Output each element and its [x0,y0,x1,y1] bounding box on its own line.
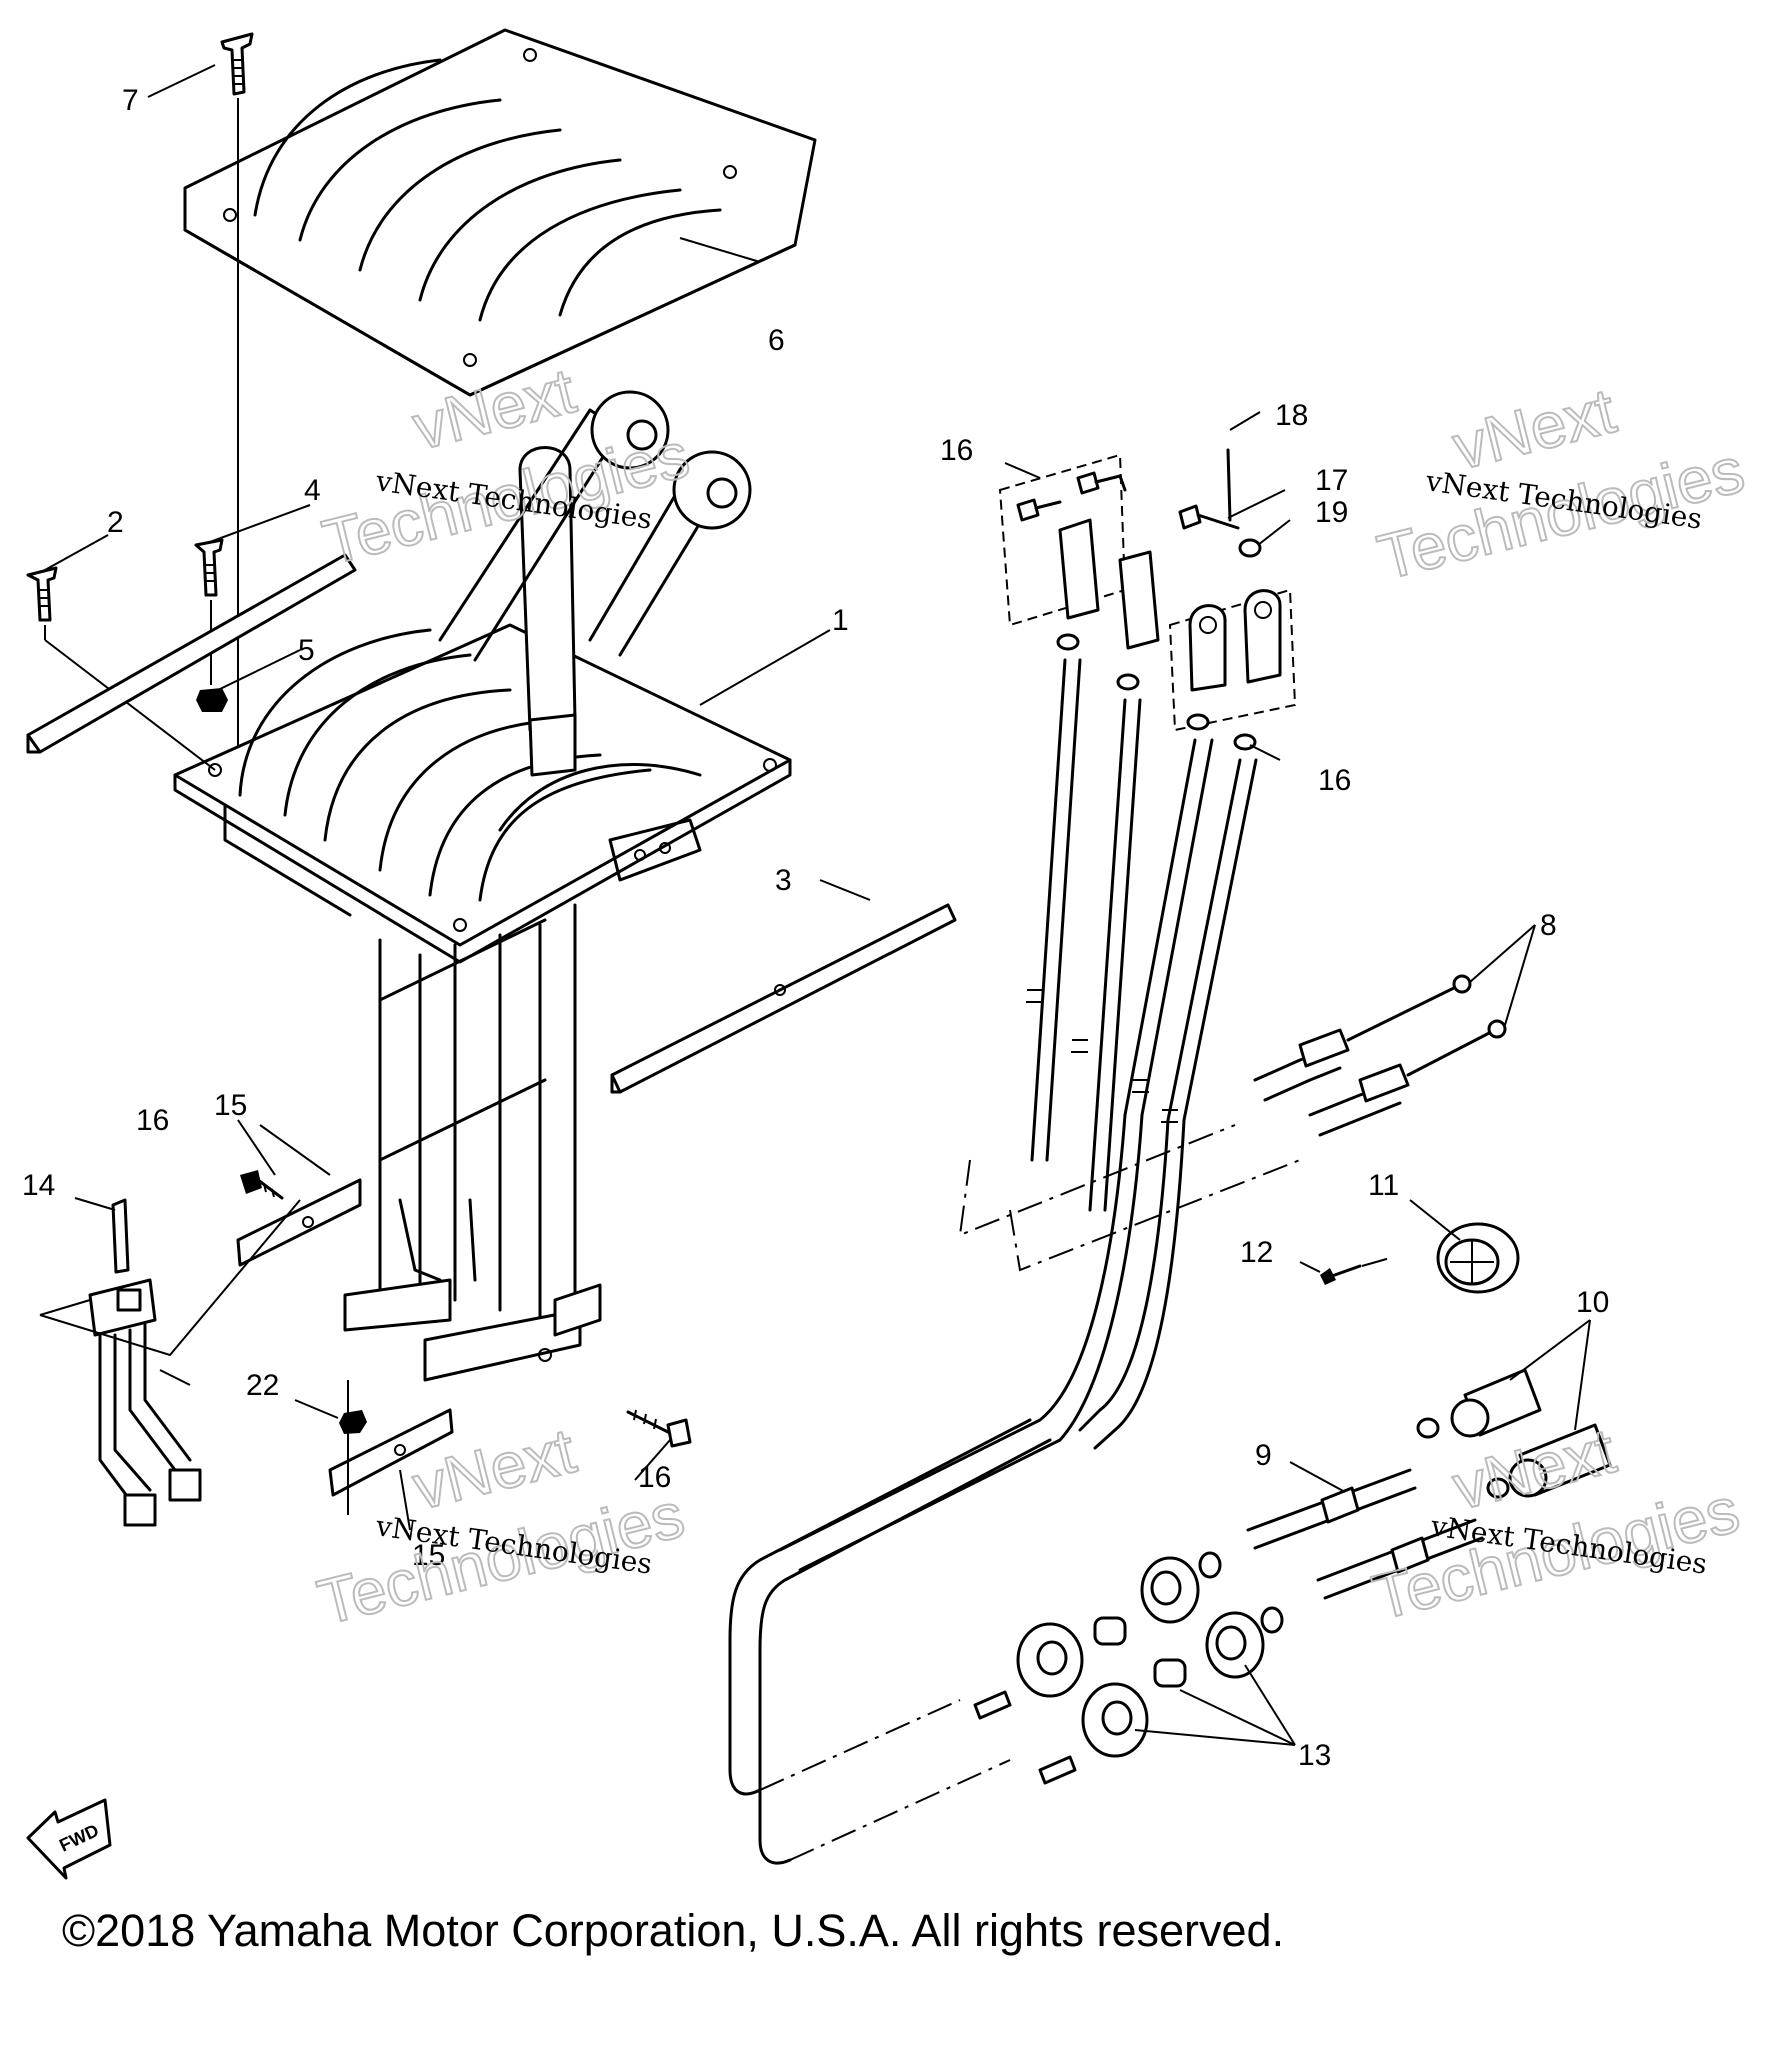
callout-13: 13 [1298,1739,1331,1772]
part-4-screw [194,538,224,685]
callout-12: 12 [1240,1236,1273,1269]
part-3-bracket-bar-lower [610,903,957,1094]
part-3-bracket-bar-upper [26,553,357,754]
part-16-bolt-upper [240,1170,284,1200]
control-cables [728,658,1301,1865]
callout-16a: 16 [136,1104,169,1137]
part-19-bolt [1178,504,1240,530]
callout-10: 10 [1576,1286,1609,1319]
callout-17: 16 [940,434,973,467]
leader-lines [44,64,1591,1746]
part-11-grommet [1436,1222,1520,1294]
callout-4: 4 [304,474,321,507]
callout-21: 19 [1315,496,1348,529]
callout-15a: 15 [214,1089,247,1122]
part-21-washer [1238,538,1262,558]
callout-20: 18 [1275,399,1308,432]
part-5-nut [196,688,228,712]
callout-3: 3 [775,864,792,897]
callout-2: 2 [107,506,124,539]
part-17-clevis-set [998,453,1160,650]
callout-14: 14 [22,1169,55,1202]
part-8-cable-ends [1253,974,1507,1137]
part-20-cotter-pin [1226,448,1232,522]
callout-1: 1 [832,604,849,637]
callout-7: 7 [122,84,139,117]
copyright-notice: ©2018 Yamaha Motor Corporation, U.S.A. A… [62,1905,1285,1956]
part-18-joint-set [1168,588,1297,732]
callout-9: 9 [1255,1439,1272,1472]
callout-18: 16 [1318,764,1351,797]
part-9-inner-cables [1246,1468,1484,1600]
part-10-fittings [1416,1368,1612,1499]
callout-8: 8 [1540,909,1557,942]
callout-15b: 15 [412,1539,445,1572]
part-13-cable-clamps [973,1551,1284,1785]
callout-labels: 7 6 4 2 5 1 3 15 16 14 22 16 15 16 18 17… [22,84,1609,1772]
callout-11: 11 [1368,1169,1399,1202]
part-7-screw [220,32,254,780]
callout-19: 17 [1315,464,1348,497]
part-1-control-box [173,390,792,1382]
callout-22: 22 [246,1369,279,1402]
part-22-nut [339,1410,367,1434]
part-12-screw [1320,1257,1391,1285]
part-15-bracket-lower [328,1408,454,1497]
fwd-arrow-icon: FWD [26,1798,112,1880]
part-6-top-cover [183,28,817,397]
part-16-bolt-lower [626,1409,692,1448]
callout-5: 5 [298,634,315,667]
part-14-neutral-switch [39,1198,301,1527]
callout-16b: 16 [638,1461,671,1494]
part-15-bracket-upper [236,1178,362,1267]
part-2-screw [26,566,216,771]
callout-6: 6 [768,324,785,357]
